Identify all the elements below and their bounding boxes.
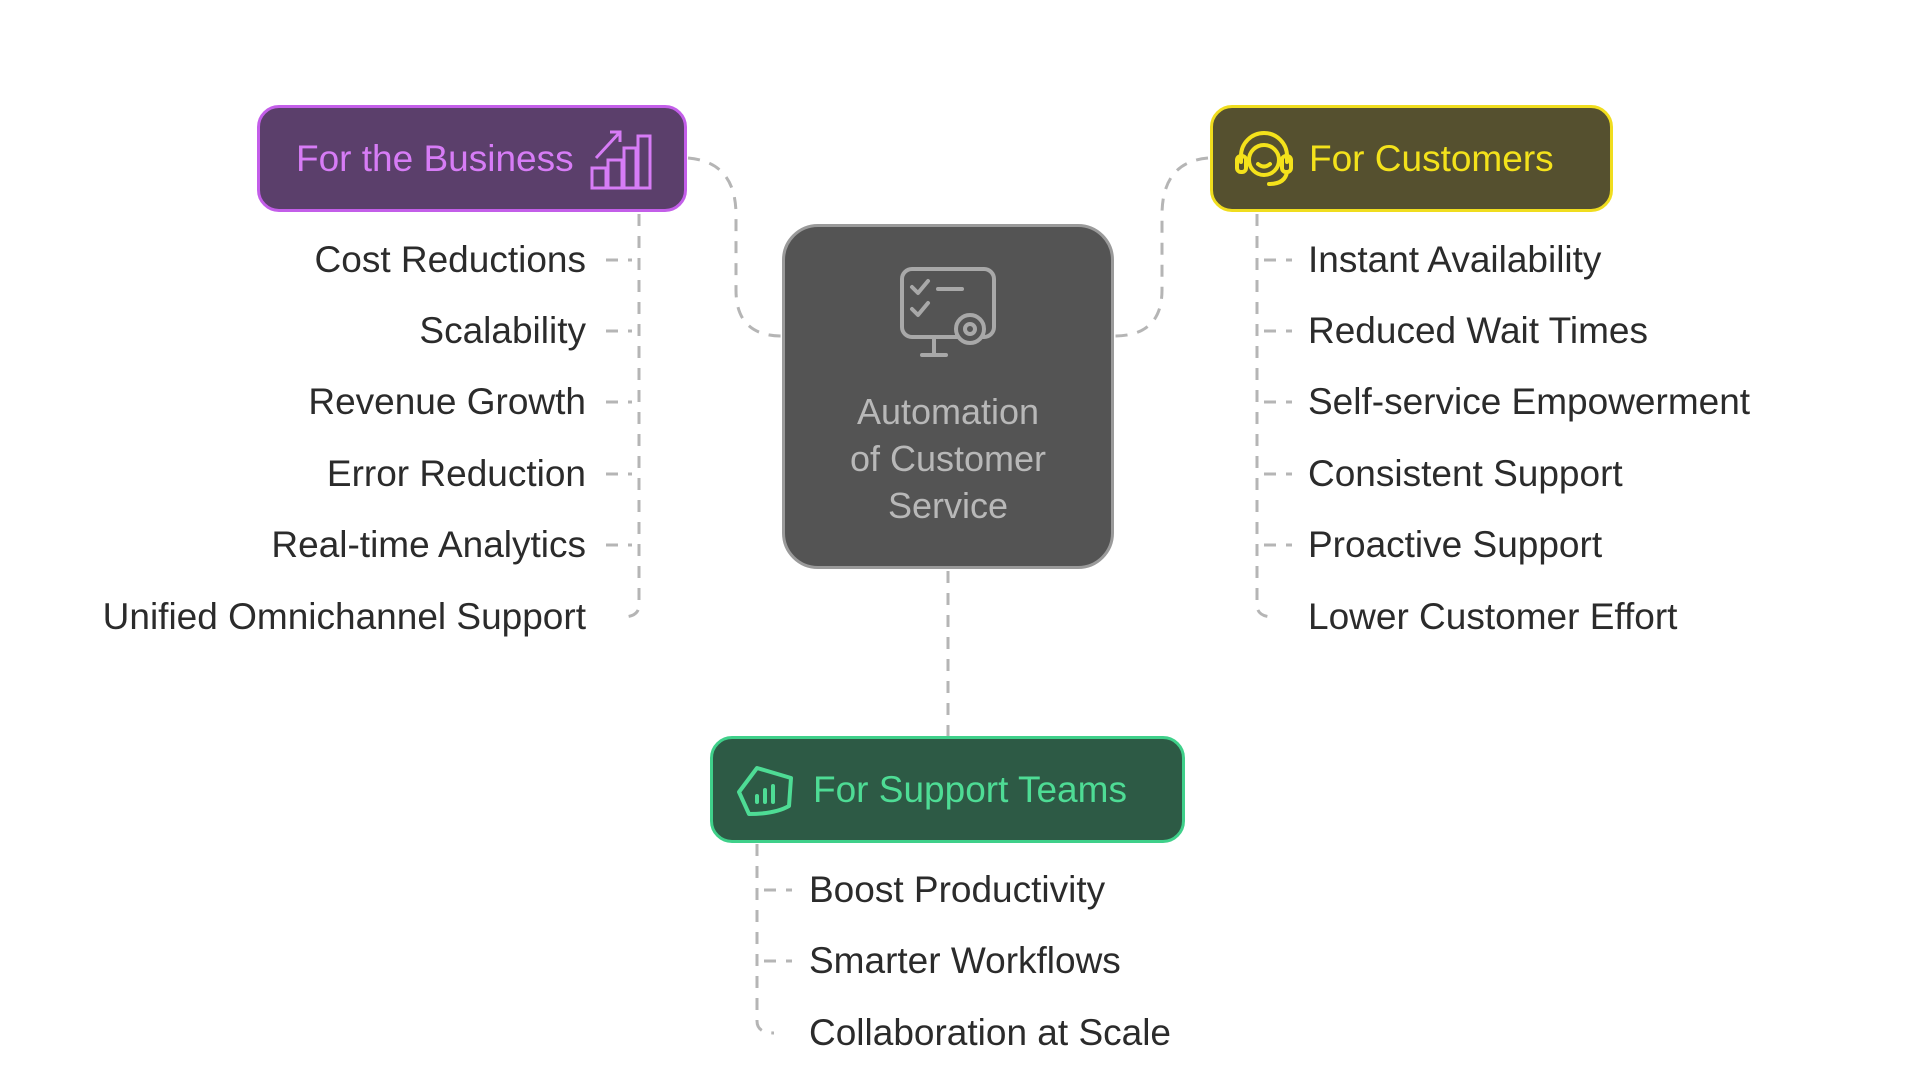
business-branch-line [621,214,641,619]
checklist-gear-monitor-icon [898,265,998,372]
support-item: Collaboration at Scale [809,1012,1171,1053]
customers-node: For Customers [1210,105,1613,212]
central-topic-node: Automation of Customer Service [782,224,1114,569]
business-item: Revenue Growth [308,381,586,422]
central-title-line: of Customer [849,437,1047,479]
business-item: Real-time Analytics [271,524,586,565]
customers-item: Reduced Wait Times [1308,310,1648,351]
customers-item: Instant Availability [1308,239,1602,280]
customers-title: For Customers [1309,137,1554,179]
customers-item: Consistent Support [1308,453,1623,494]
support-item: Boost Productivity [809,869,1106,910]
customers-item: Lower Customer Effort [1308,596,1678,637]
support-item-ticks [764,888,792,963]
hand-chart-icon [735,762,797,818]
business-item: Error Reduction [326,453,586,494]
business-item: Scalability [419,310,586,351]
business-item-ticks [606,258,632,547]
customers-branch-line [1255,214,1275,619]
support-teams-title: For Support Teams [813,768,1127,810]
business-item: Cost Reductions [314,239,586,280]
customers-item-ticks [1264,258,1292,547]
connector-customers [1113,156,1209,338]
connector-business [687,156,783,338]
business-item: Unified Omnichannel Support [102,596,586,637]
customers-item: Self-service Empowerment [1308,381,1751,422]
business-node: For the Business [257,105,687,212]
central-title-line: Automation [856,390,1040,432]
support-teams-node: For Support Teams [710,736,1185,843]
support-item: Smarter Workflows [809,940,1121,981]
business-title: For the Business [296,137,574,179]
growth-bar-chart-icon [590,128,652,190]
central-title-line: Service [887,484,1009,526]
customers-item: Proactive Support [1308,524,1603,565]
headset-support-icon [1233,128,1295,190]
support-branch-line [755,844,775,1035]
